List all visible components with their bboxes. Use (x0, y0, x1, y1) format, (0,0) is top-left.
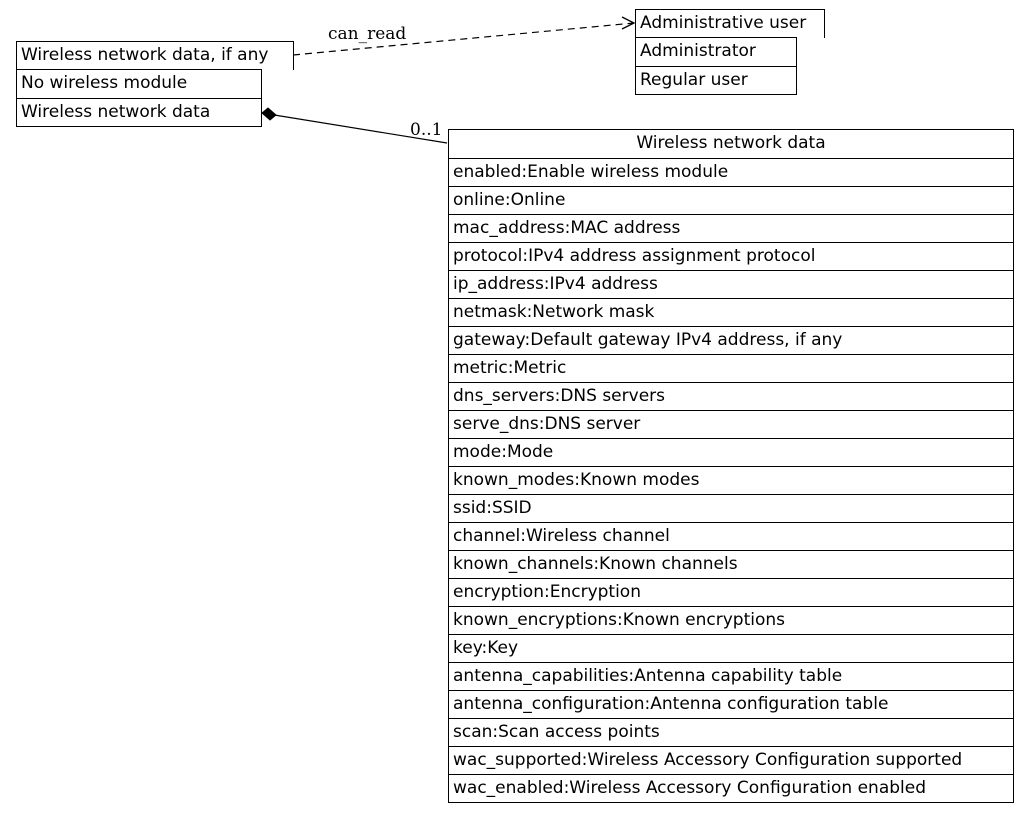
source-node-body: No wireless module Wireless network data (16, 69, 262, 127)
detail-field-row: enabled:Enable wireless module (449, 158, 1013, 186)
permission-node-body: Administrator Regular user (635, 37, 797, 95)
permission-row-administrator: Administrator (640, 41, 756, 61)
composition-diamond (261, 107, 277, 121)
detail-node-title: Wireless network data (636, 133, 826, 153)
detail-field-row: known_channels:Known channels (449, 550, 1013, 578)
source-node-row-no-module: No wireless module (21, 73, 188, 93)
detail-field-row: antenna_configuration:Antenna configurat… (449, 690, 1013, 718)
source-node-header: Wireless network data, if any (16, 41, 294, 70)
detail-field-row: online:Online (449, 186, 1013, 214)
detail-field-row: wac_supported:Wireless Accessory Configu… (449, 746, 1013, 774)
detail-field-row: channel:Wireless channel (449, 522, 1013, 550)
detail-field-row: serve_dns:DNS server (449, 410, 1013, 438)
detail-node: Wireless network data enabled:Enable wir… (448, 129, 1014, 803)
permission-node-header: Administrative user (635, 9, 825, 38)
detail-field-row: known_modes:Known modes (449, 466, 1013, 494)
permission-node-title: Administrative user (640, 13, 807, 33)
can-read-edge (292, 22, 635, 56)
detail-field-row: antenna_capabilities:Antenna capability … (449, 662, 1013, 690)
open-arrow-head (621, 16, 636, 30)
detail-field-row: wac_enabled:Wireless Accessory Configura… (449, 774, 1013, 802)
detail-field-row: netmask:Network mask (449, 298, 1013, 326)
detail-field-row: dns_servers:DNS servers (449, 382, 1013, 410)
detail-field-row: gateway:Default gateway IPv4 address, if… (449, 326, 1013, 354)
detail-field-row: mode:Mode (449, 438, 1013, 466)
detail-field-row: key:Key (449, 634, 1013, 662)
detail-field-row: ip_address:IPv4 address (449, 270, 1013, 298)
detail-field-row: encryption:Encryption (449, 578, 1013, 606)
can-read-label: can_read (328, 24, 407, 44)
detail-field-row: metric:Metric (449, 354, 1013, 382)
detail-field-row: protocol:IPv4 address assignment protoco… (449, 242, 1013, 270)
detail-field-row: scan:Scan access points (449, 718, 1013, 746)
composition-edge (261, 112, 448, 144)
detail-field-row: ssid:SSID (449, 494, 1013, 522)
source-node-title: Wireless network data, if any (21, 45, 269, 65)
permission-row-regular-user: Regular user (636, 66, 796, 94)
detail-field-row: known_encryptions:Known encryptions (449, 606, 1013, 634)
detail-field-row: mac_address:MAC address (449, 214, 1013, 242)
source-node-row-wireless-data: Wireless network data (17, 98, 261, 126)
multiplicity-label: 0..1 (410, 120, 443, 140)
